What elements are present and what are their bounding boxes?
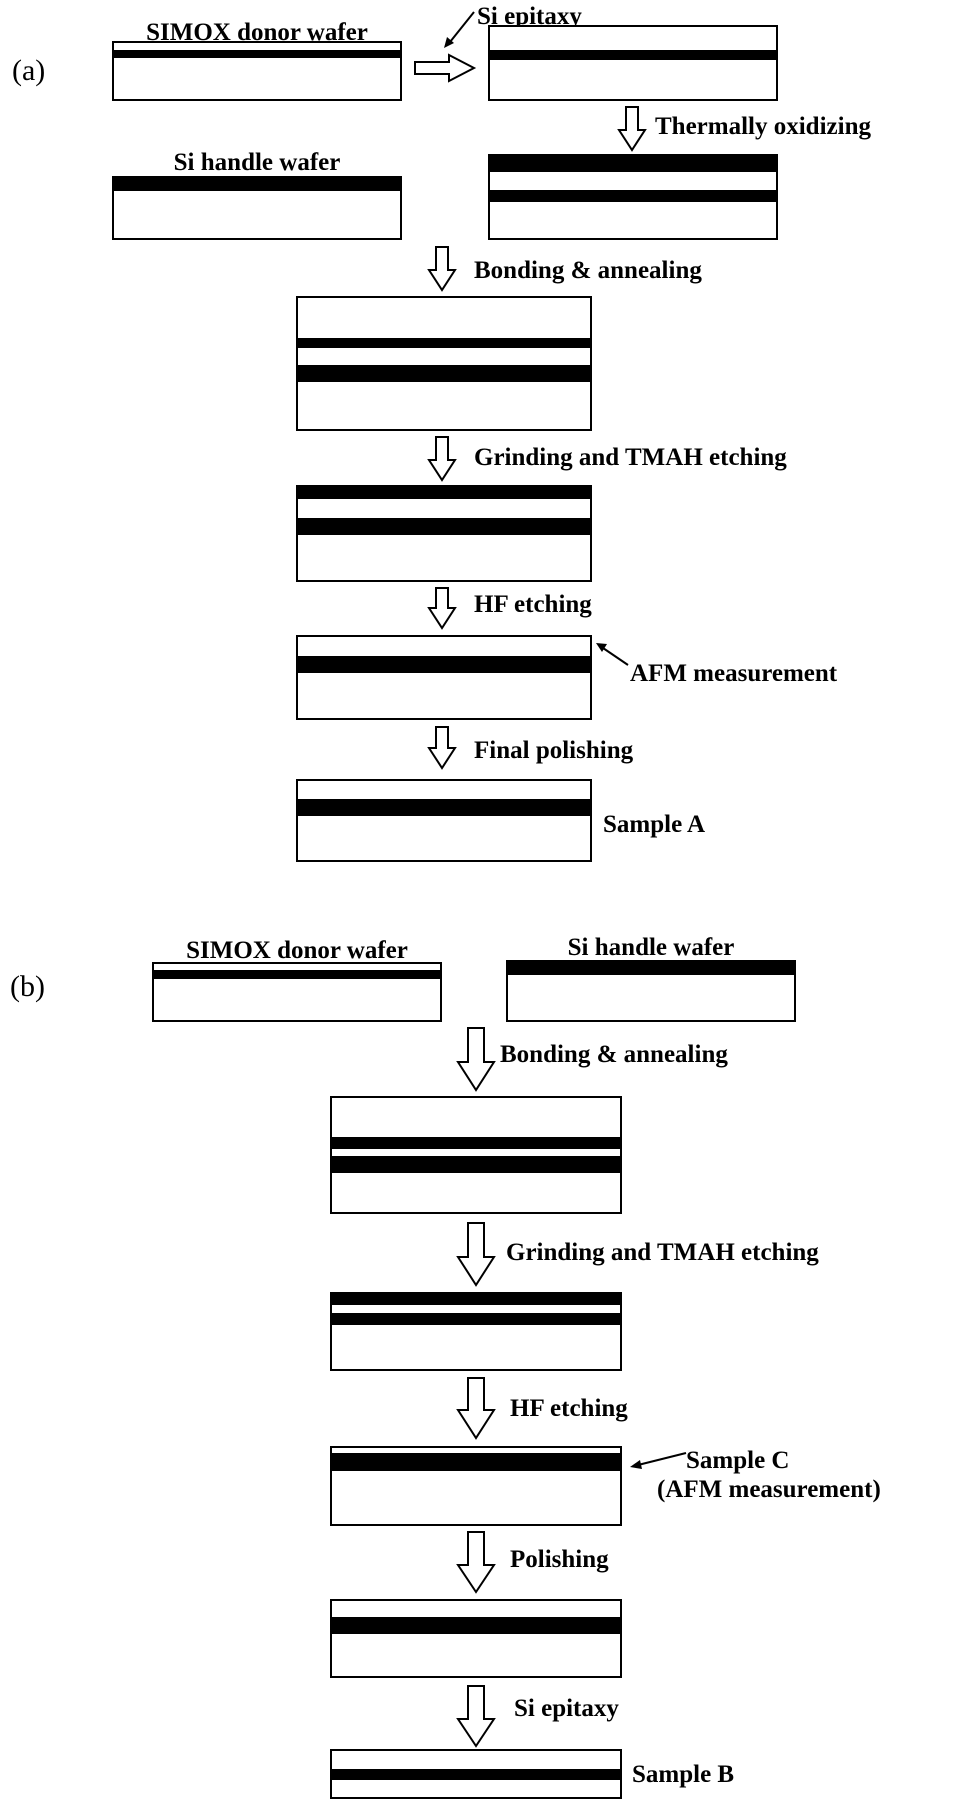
b-simox-donor-wafer-label: SIMOX donor wafer [186,937,408,964]
b-sample-c-afm-label: (AFM measurement) [657,1476,881,1503]
b-sample-b-label: Sample B [632,1761,734,1788]
b-si-handle-wafer-label: Si handle wafer [568,934,735,961]
a-afm-pointer-head [596,643,607,652]
a-si-epitaxy-pointer [449,11,475,43]
b-si-epitaxy-label: Si epitaxy [514,1695,619,1722]
a-bonding-annealing-label: Bonding & annealing [474,257,702,284]
a-sample-a-label: Sample A [603,811,705,838]
b-sample-b-wafer [330,1749,622,1799]
b-arrow-down-grinding [456,1222,496,1287]
a-simox-donor-wafer-label: SIMOX donor wafer [146,19,368,46]
a-hf-etching-label: HF etching [474,591,592,618]
b-sample-c-label: Sample C [686,1447,789,1474]
b-sample-c-pointer [637,1452,687,1466]
b-sample-c-wafer [330,1446,622,1526]
a-arrow-down-oxidize [617,106,647,152]
a-oxidized-wafer [488,154,778,240]
b-arrow-down-hf [456,1377,496,1440]
b-grinding-tmah-label: Grinding and TMAH etching [506,1239,819,1266]
a-si-handle-wafer [112,176,402,240]
b-arrow-down-epitaxy [456,1685,496,1748]
b-bonding-annealing-label: Bonding & annealing [500,1041,728,1068]
b-arrow-down-polishing [456,1531,496,1594]
b-sample-c-pointer-head [630,1460,642,1469]
a-arrow-right [414,53,477,83]
a-final-polishing-label: Final polishing [474,737,634,764]
a-afm-pointer [602,647,629,666]
a-arrow-down-bonding [427,246,457,292]
a-bonded-stack [296,296,592,431]
b-si-handle-wafer [506,960,796,1022]
b-arrow-down-bonding [456,1027,496,1092]
a-grinding-tmah-label: Grinding and TMAH etching [474,444,787,471]
b-hf-etching-label: HF etching [510,1395,628,1422]
b-bonded-stack [330,1096,622,1214]
b-simox-donor-wafer [152,962,442,1022]
a-si-handle-wafer-label: Si handle wafer [174,149,341,176]
panel-a-label: (a) [12,54,45,87]
panel-b-label: (b) [10,970,45,1003]
a-arrow-down-final-polish [427,726,457,770]
a-arrow-down-grinding [427,436,457,482]
b-polished-wafer [330,1599,622,1678]
a-si-epitaxy-pointer-head [444,37,454,48]
a-arrow-down-hf [427,587,457,630]
a-afm-measurement-label: AFM measurement [630,660,838,687]
a-hf-etched-stack [296,635,592,720]
a-simox-donor-wafer [112,41,402,101]
a-thermally-oxidizing-label: Thermally oxidizing [655,113,871,140]
b-polishing-label: Polishing [510,1546,609,1573]
a-sample-a-wafer [296,779,592,862]
a-ground-stack [296,485,592,582]
a-epitaxy-wafer [488,25,778,101]
b-ground-stack [330,1292,622,1371]
